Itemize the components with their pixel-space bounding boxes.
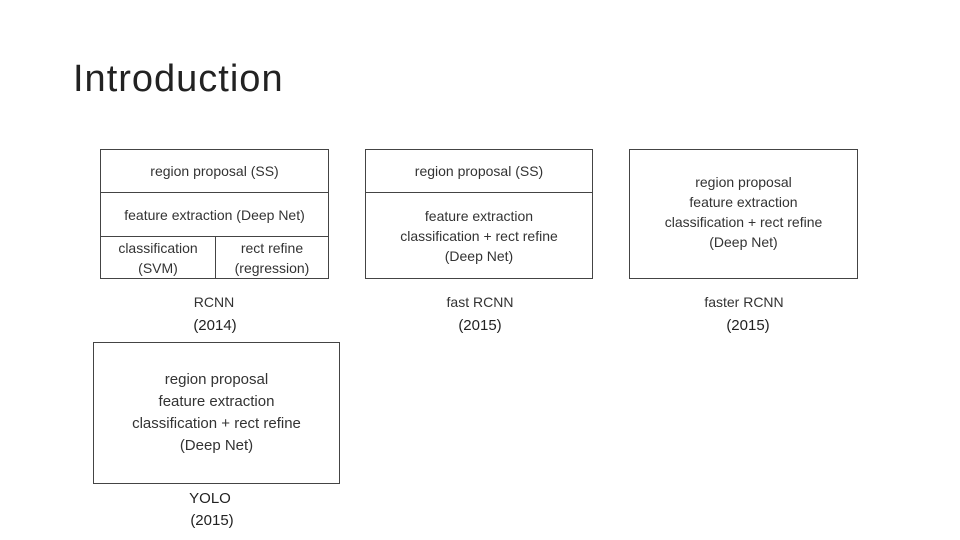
- rcnn-diagram: region proposal (SS) feature extraction …: [100, 149, 329, 279]
- fast-rcnn-region-proposal: region proposal (SS): [414, 163, 544, 179]
- rcnn-year: (2014): [193, 317, 237, 334]
- rcnn-divider-1: [101, 192, 328, 193]
- slide-title: Introduction: [73, 58, 284, 100]
- faster-rcnn-diagram: region proposal feature extraction class…: [629, 149, 858, 279]
- yolo-combined: region proposal feature extraction class…: [132, 371, 301, 454]
- yolo-diagram: region proposal feature extraction class…: [93, 342, 340, 484]
- rcnn-divider-3: [215, 236, 216, 279]
- fast-rcnn-combined: feature extraction classification + rect…: [400, 208, 558, 264]
- fast-rcnn-year: (2015): [458, 317, 502, 334]
- fast-rcnn-divider: [366, 192, 592, 193]
- faster-rcnn-combined: region proposal feature extraction class…: [664, 174, 823, 250]
- faster-rcnn-year: (2015): [726, 317, 770, 334]
- yolo-name: YOLO: [189, 490, 231, 507]
- faster-rcnn-name: faster RCNN: [704, 294, 784, 310]
- fast-rcnn-name: fast RCNN: [446, 294, 514, 310]
- rcnn-classification: classification (SVM): [118, 239, 198, 276]
- rcnn-divider-2: [101, 236, 328, 237]
- rcnn-region-proposal: region proposal (SS): [150, 163, 279, 179]
- rcnn-name: RCNN: [193, 294, 235, 310]
- rcnn-feature-extraction: feature extraction (Deep Net): [124, 206, 305, 223]
- fast-rcnn-diagram: region proposal (SS) feature extraction …: [365, 149, 593, 279]
- yolo-year: (2015): [190, 512, 234, 529]
- rcnn-rect-refine: rect refine (regression): [234, 239, 310, 276]
